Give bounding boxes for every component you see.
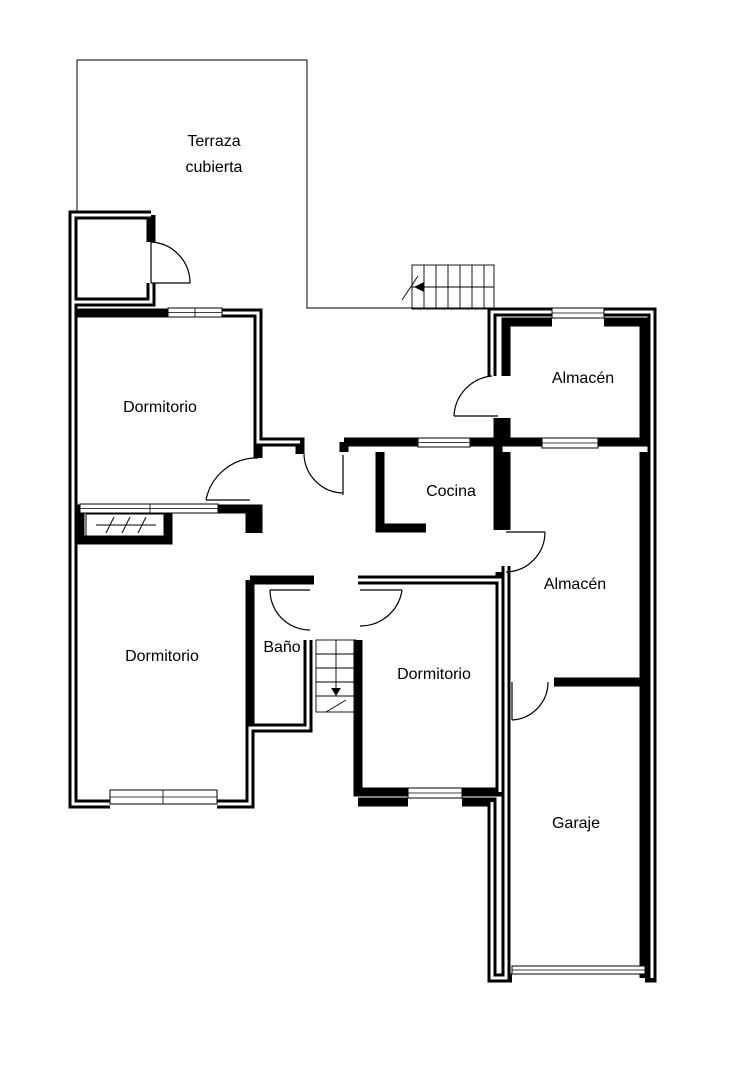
stair-arrow-icon bbox=[414, 282, 424, 292]
stair-arrow-icon bbox=[331, 688, 341, 696]
label-terraza-line1: Terraza bbox=[187, 133, 240, 150]
label-almacen-top: Almacén bbox=[552, 370, 614, 387]
walls bbox=[68, 210, 657, 983]
door-almacen-top bbox=[453, 375, 498, 417]
label-garaje: Garaje bbox=[552, 815, 600, 832]
label-almacen-middle: Almacén bbox=[544, 576, 606, 593]
window-almacen-between bbox=[541, 437, 599, 449]
garage-door bbox=[511, 965, 646, 975]
door-corridor bbox=[303, 453, 344, 495]
label-bano: Baño bbox=[263, 639, 300, 656]
window-almacen-top bbox=[551, 307, 605, 319]
door-center-dormitorio bbox=[359, 589, 403, 627]
door-bano bbox=[269, 589, 311, 631]
window-bottom-left-dormitorio bbox=[109, 789, 218, 805]
terrace-stair bbox=[401, 264, 495, 310]
door-closet-top bbox=[150, 241, 191, 284]
label-dormitorio-top: Dormitorio bbox=[123, 399, 197, 416]
interior-stair bbox=[315, 639, 357, 713]
walls-core bbox=[71, 213, 654, 980]
label-dormitorio-left: Dormitorio bbox=[125, 648, 199, 665]
door-garaje bbox=[511, 681, 549, 721]
door-almacen-middle bbox=[505, 531, 546, 573]
room-labels: Terraza cubierta Dormitorio Almacén Coci… bbox=[123, 133, 614, 832]
wardrobe bbox=[85, 513, 165, 537]
door-dormitorio-top bbox=[205, 457, 259, 501]
label-cocina: Cocina bbox=[426, 483, 476, 500]
window-between-dormitorios bbox=[79, 503, 219, 514]
window-top-dormitorio bbox=[167, 307, 223, 318]
window-cocina bbox=[417, 437, 471, 448]
doors bbox=[150, 241, 549, 721]
windows bbox=[79, 307, 646, 975]
terrace-outline bbox=[76, 59, 492, 309]
label-dormitorio-center: Dormitorio bbox=[397, 666, 471, 683]
label-terraza-line2: cubierta bbox=[186, 159, 243, 176]
window-center-dormitorio bbox=[407, 787, 463, 799]
